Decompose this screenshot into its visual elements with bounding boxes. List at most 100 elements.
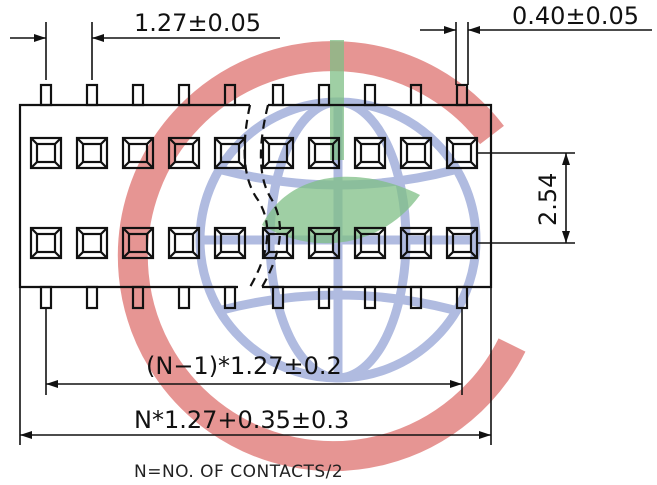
- contact-outer-r1-6: [261, 136, 295, 170]
- contact-inner-r1-5: [219, 142, 241, 164]
- bottom-pin-8: [363, 285, 377, 310]
- bottom-pin-7: [317, 285, 331, 310]
- contact-outer-r2-8: [353, 226, 387, 260]
- contact-inner-r2-1: [35, 232, 57, 254]
- contact-inner-r2-3: [127, 232, 149, 254]
- top-pin-10: [455, 83, 469, 107]
- contact-inner-r1-6: [267, 142, 289, 164]
- bottom-pin-4: [177, 285, 191, 310]
- contact-outer-r1-3: [121, 136, 155, 170]
- watermark-ring: [117, 41, 526, 472]
- connector-body: [18, 83, 493, 310]
- bottom-pin-3: [131, 285, 145, 310]
- contact-bevel-r1-2: [76, 137, 108, 169]
- contact-bevel-r2-6: [262, 227, 294, 259]
- contact-bevel-r1-10: [446, 137, 478, 169]
- contact-inner-r2-10: [451, 232, 473, 254]
- contact-inner-r2-8: [359, 232, 381, 254]
- dimension-arrowhead: [34, 34, 46, 42]
- top-pin-2: [85, 83, 99, 107]
- contact-outer-r2-7: [307, 226, 341, 260]
- contact-bevel-r1-1: [30, 137, 62, 169]
- contact-inner-r2-9: [405, 232, 427, 254]
- top-pin-8: [363, 83, 377, 107]
- contact-outer-r1-10: [445, 136, 479, 170]
- top-pin-1: [39, 83, 53, 107]
- bottom-pin-2: [85, 285, 99, 310]
- top-pin-6: [271, 83, 285, 107]
- watermark-leaf: [262, 176, 420, 244]
- contact-inner-r1-10: [451, 142, 473, 164]
- bottom-pin-9: [409, 285, 423, 310]
- contact-outer-r1-5: [213, 136, 247, 170]
- contact-bevel-r1-6: [262, 137, 294, 169]
- pin-span-dimension-label: (N−1)*1.27±0.2: [146, 352, 342, 380]
- contact-inner-r1-9: [405, 142, 427, 164]
- contact-outer-r1-8: [353, 136, 387, 170]
- contact-outer-r1-7: [307, 136, 341, 170]
- contact-outer-r2-2: [75, 226, 109, 260]
- dimension-arrowhead: [20, 431, 32, 439]
- bottom-pin-5: [223, 285, 237, 310]
- contact-bevel-r2-4: [168, 227, 200, 259]
- dimension-arrowhead: [46, 380, 58, 388]
- contact-outer-r2-4: [167, 226, 201, 260]
- dimension-arrowhead: [562, 231, 570, 243]
- top-pin-9: [409, 83, 423, 107]
- contact-bevel-r1-5: [214, 137, 246, 169]
- dimension-lines: [10, 22, 652, 445]
- body-outline-right: [262, 103, 493, 289]
- contact-inner-r2-6: [267, 232, 289, 254]
- contact-inner-r2-4: [173, 232, 195, 254]
- bottom-pin-6: [271, 285, 285, 310]
- contact-outer-r2-1: [29, 226, 63, 260]
- pin-width-dimension-label: 0.40±0.05: [512, 2, 639, 30]
- contact-bevel-r2-5: [214, 227, 246, 259]
- dimension-arrowhead: [444, 26, 456, 34]
- contact-bevel-r1-3: [122, 137, 154, 169]
- dimension-arrowhead: [468, 26, 480, 34]
- contact-outer-r2-10: [445, 226, 479, 260]
- top-pin-7: [317, 83, 331, 107]
- contact-outer-r1-2: [75, 136, 109, 170]
- contact-bevel-r2-1: [30, 227, 62, 259]
- contact-bevel-r2-9: [400, 227, 432, 259]
- contact-outer-r2-3: [121, 226, 155, 260]
- contact-count-footnote: N=NO. OF CONTACTS/2: [134, 462, 343, 482]
- contact-inner-r2-2: [81, 232, 103, 254]
- contact-outer-r1-1: [29, 136, 63, 170]
- dimension-arrowhead: [450, 380, 462, 388]
- contact-inner-r2-5: [219, 232, 241, 254]
- pitch-dimension-label: 1.27±0.05: [134, 9, 261, 37]
- row-spacing-dimension-label: 2.54: [534, 173, 562, 226]
- contact-bevel-r2-10: [446, 227, 478, 259]
- contact-inner-r1-8: [359, 142, 381, 164]
- contact-outer-r2-5: [213, 226, 247, 260]
- contact-bevel-r2-3: [122, 227, 154, 259]
- contact-bevel-r2-7: [308, 227, 340, 259]
- watermark-stem: [330, 40, 344, 160]
- dimension-arrowhead: [479, 431, 491, 439]
- contact-inner-r1-2: [81, 142, 103, 164]
- contact-inner-r2-7: [313, 232, 335, 254]
- contact-outer-r2-9: [399, 226, 433, 260]
- contact-inner-r1-7: [313, 142, 335, 164]
- dimension-arrowhead: [92, 34, 104, 42]
- overall-length-dimension-label: N*1.27+0.35±0.3: [134, 406, 349, 434]
- contact-outer-r2-6: [261, 226, 295, 260]
- contact-bevel-r2-8: [354, 227, 386, 259]
- contact-inner-r1-3: [127, 142, 149, 164]
- bottom-pin-1: [39, 285, 53, 310]
- contact-outer-r1-4: [167, 136, 201, 170]
- top-pin-3: [131, 83, 145, 107]
- contact-inner-r1-1: [35, 142, 57, 164]
- break-line-right: [259, 104, 282, 288]
- contact-bevel-r1-7: [308, 137, 340, 169]
- top-pin-4: [177, 83, 191, 107]
- contact-bevel-r2-2: [76, 227, 108, 259]
- contact-inner-r1-4: [173, 142, 195, 164]
- contact-bevel-r1-4: [168, 137, 200, 169]
- contact-outer-r1-9: [399, 136, 433, 170]
- dimension-arrowhead: [562, 153, 570, 165]
